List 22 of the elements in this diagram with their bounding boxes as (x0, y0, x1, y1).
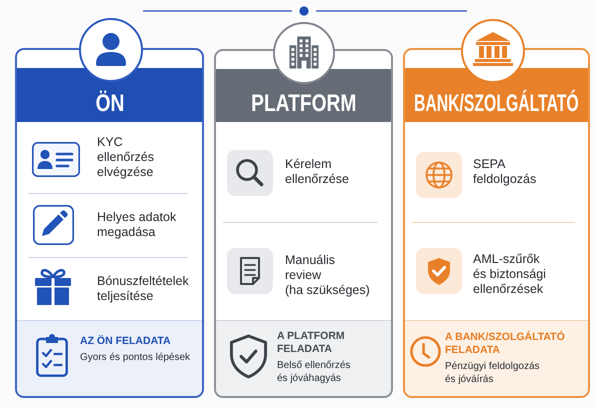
step-text: Bónuszfeltételek teljesítése (97, 274, 190, 304)
footer-text: Belső ellenőrzés és jóváhagyás (277, 360, 352, 385)
step-text: Kérelem ellenőrzése (285, 157, 350, 187)
column-card (214, 49, 393, 398)
column-card (403, 48, 590, 398)
footer-title: AZ ÖN FELADATA (80, 335, 172, 348)
column-heading: BANK/SZOLGÁLTATÓ (414, 91, 579, 117)
step-text: KYC ellenőrzés elvégzése (97, 135, 155, 180)
footer-text: Gyors és pontos lépések (80, 352, 192, 364)
step-text: SEPA feldolgozás (473, 157, 538, 187)
footer-panel (17, 320, 202, 396)
column-heading: PLATFORM (250, 91, 356, 117)
column-heading: ÖN (95, 91, 124, 117)
footer-title: A PLATFORM FELADATA (277, 330, 346, 355)
footer-title: A BANK/SZOLGÁLTATÓ FELADATA (445, 331, 566, 356)
footer-panel (216, 320, 391, 396)
column-card (15, 48, 204, 398)
step-text: AML-szűrők és biztonsági ellenőrzések (473, 252, 547, 297)
footer-text: Pénzügyi feldolgozás és jóváírás (445, 361, 541, 386)
step-text: Manuális review (ha szükséges) (285, 253, 371, 298)
step-text: Helyes adatok megadása (97, 210, 178, 240)
footer-panel (405, 320, 588, 396)
